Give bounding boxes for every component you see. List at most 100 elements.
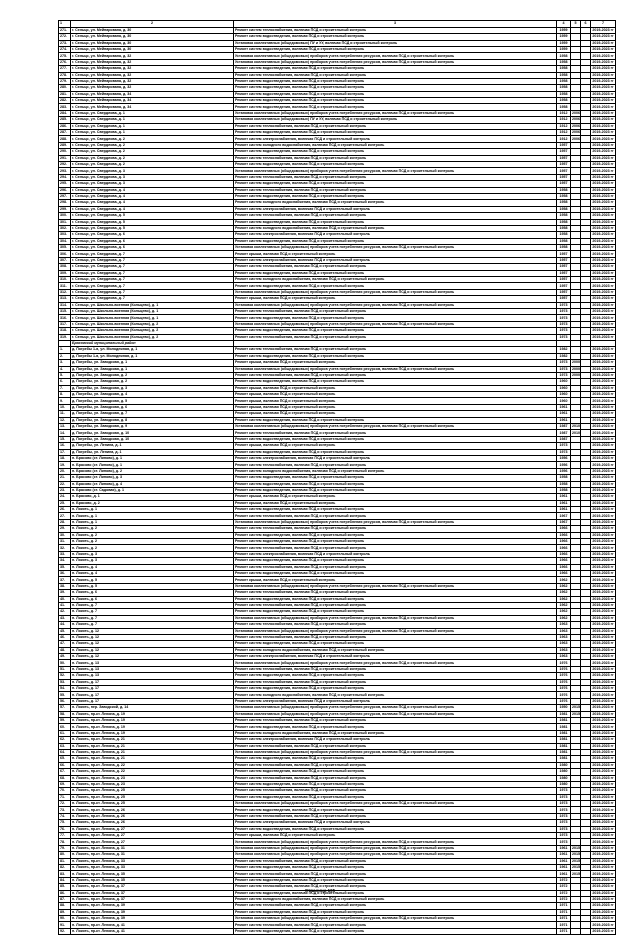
period-cell: 2019-2023 гг bbox=[590, 621, 616, 629]
period-cell: 2019-2023 гг bbox=[590, 518, 616, 527]
period-cell: 2019-2023 гг bbox=[590, 141, 616, 150]
period-cell: 2019-2023 гг bbox=[590, 742, 616, 750]
year-repair-cell: 2006 bbox=[570, 129, 581, 137]
period-cell: 2019-2023 гг bbox=[590, 288, 616, 297]
period-cell: 2019-2023 гг bbox=[590, 915, 616, 923]
period-cell: 2019-2023 гг bbox=[590, 774, 616, 782]
period-cell: 2019-2023 гг bbox=[590, 442, 616, 450]
period-cell: 2019-2023 гг bbox=[590, 576, 616, 584]
year-repair-cell: 2006 bbox=[570, 122, 581, 131]
period-cell: 2019-2023 гг bbox=[590, 659, 616, 667]
period-cell: 2019-2023 гг bbox=[590, 544, 616, 552]
period-cell: 2019-2023 гг bbox=[590, 844, 616, 853]
period-cell: 2019-2023 гг bbox=[590, 761, 616, 770]
period-cell: 2019-2023 гг bbox=[590, 205, 616, 214]
period-cell: 2019-2023 гг bbox=[590, 486, 616, 495]
period-cell: 2019-2023 гг bbox=[590, 237, 616, 246]
period-cell: 2019-2023 гг bbox=[590, 736, 616, 744]
period-cell: 2019-2023 гг bbox=[590, 429, 616, 437]
year-built-cell: 1971 bbox=[556, 927, 571, 935]
period-cell: 2019-2023 гг bbox=[590, 192, 616, 201]
period-cell: 2019-2023 гг bbox=[590, 26, 616, 35]
year-repair-cell: 2015 bbox=[570, 857, 581, 866]
period-cell: 2019-2023 гг bbox=[590, 819, 616, 827]
period-cell: 2019-2023 гг bbox=[590, 851, 616, 859]
period-cell: 2019-2023 гг bbox=[590, 269, 616, 278]
period-cell: 2019-2023 гг bbox=[590, 173, 616, 182]
header-cell-3: 3 bbox=[233, 20, 557, 28]
col-6-cell bbox=[580, 927, 591, 935]
period-cell: 2019-2023 гг bbox=[590, 224, 616, 233]
period-cell: 2019-2023 гг bbox=[590, 800, 616, 808]
year-repair-cell: 2015 bbox=[570, 863, 581, 872]
period-cell: 2019-2023 гг bbox=[590, 601, 616, 610]
period-cell: 2019-2023 гг bbox=[590, 716, 616, 725]
table-row: Брасовский муниципальный район bbox=[58, 339, 616, 348]
period-cell: 2019-2023 гг bbox=[590, 275, 616, 284]
period-cell: 2019-2023 гг bbox=[590, 710, 616, 719]
table-row: 315.г. Сельцо, ул. Школьно-военная (Коль… bbox=[58, 307, 616, 316]
period-cell: 2019-2023 гг bbox=[590, 212, 616, 220]
year-repair-cell: 2010 bbox=[570, 422, 581, 431]
period-cell: 2019-2023 гг bbox=[590, 563, 616, 572]
period-cell: 2019-2023 гг bbox=[590, 384, 616, 393]
period-cell: 2019-2023 гг bbox=[590, 921, 616, 929]
period-cell: 2019-2023 гг bbox=[590, 755, 616, 763]
period-cell: 2019-2023 гг bbox=[590, 697, 616, 706]
period-cell: 2019-2023 гг bbox=[590, 65, 616, 73]
period-cell: 2019-2023 гг bbox=[590, 653, 616, 661]
period-cell: 2019-2023 гг bbox=[590, 748, 616, 757]
period-cell: 2019-2023 гг bbox=[590, 135, 616, 143]
period-cell: 2019-2023 гг bbox=[590, 857, 616, 866]
period-cell: 2019-2023 гг bbox=[590, 538, 616, 546]
period-cell: 2019-2023 гг bbox=[590, 506, 616, 514]
period-cell: 2019-2023 гг bbox=[590, 160, 616, 169]
table-row: 318.г. Сельцо, ул. Школьно-военная (Коль… bbox=[58, 327, 616, 335]
header-cell-5: 5 bbox=[570, 20, 581, 28]
year-repair-cell bbox=[570, 927, 581, 935]
period-cell: 2019-2023 гг bbox=[590, 391, 616, 399]
period-cell: 2019-2023 гг bbox=[590, 646, 616, 655]
period-cell: 2019-2023 гг bbox=[590, 352, 616, 361]
period-cell: 2019-2023 гг bbox=[590, 371, 616, 380]
period-cell: 2019-2023 гг bbox=[590, 416, 616, 425]
page-number: Страница 105 bbox=[304, 888, 336, 893]
period-cell: 2019-2023 гг bbox=[590, 582, 616, 591]
period-cell: 2019-2023 гг bbox=[590, 314, 616, 322]
period-cell: 2019-2023 гг bbox=[590, 327, 616, 335]
period-cell: 2019-2023 гг bbox=[590, 378, 616, 386]
table-row: 319.г. Сельцо, ул. Школьно-военная (Коль… bbox=[58, 333, 616, 341]
period-cell: 2019-2023 гг bbox=[590, 704, 616, 712]
period-cell: 2019-2023 гг bbox=[590, 806, 616, 814]
period-cell: 2019-2023 гг bbox=[590, 365, 616, 373]
period-cell: 2019-2023 гг bbox=[590, 691, 616, 699]
year-repair-cell: 2006 bbox=[570, 116, 581, 124]
period-cell: 2019-2023 гг bbox=[590, 684, 616, 693]
header-cell-1: 1 bbox=[58, 20, 71, 28]
period-cell: 2019-2023 гг bbox=[590, 461, 616, 469]
header-cell-7: 7 bbox=[590, 20, 616, 28]
period-cell: 2019-2023 гг bbox=[590, 793, 616, 802]
period-cell: 2019-2023 гг bbox=[590, 103, 616, 111]
period-cell: 2019-2023 гг bbox=[590, 154, 616, 163]
table-header: 1 2 3 4 5 6 7 bbox=[58, 20, 616, 28]
period-cell: 2019-2023 гг bbox=[590, 908, 616, 917]
period-cell: 2019-2023 гг bbox=[590, 525, 616, 533]
period-cell: 2019-2023 гг bbox=[590, 52, 616, 60]
year-repair-cell: 2015 bbox=[570, 844, 581, 853]
